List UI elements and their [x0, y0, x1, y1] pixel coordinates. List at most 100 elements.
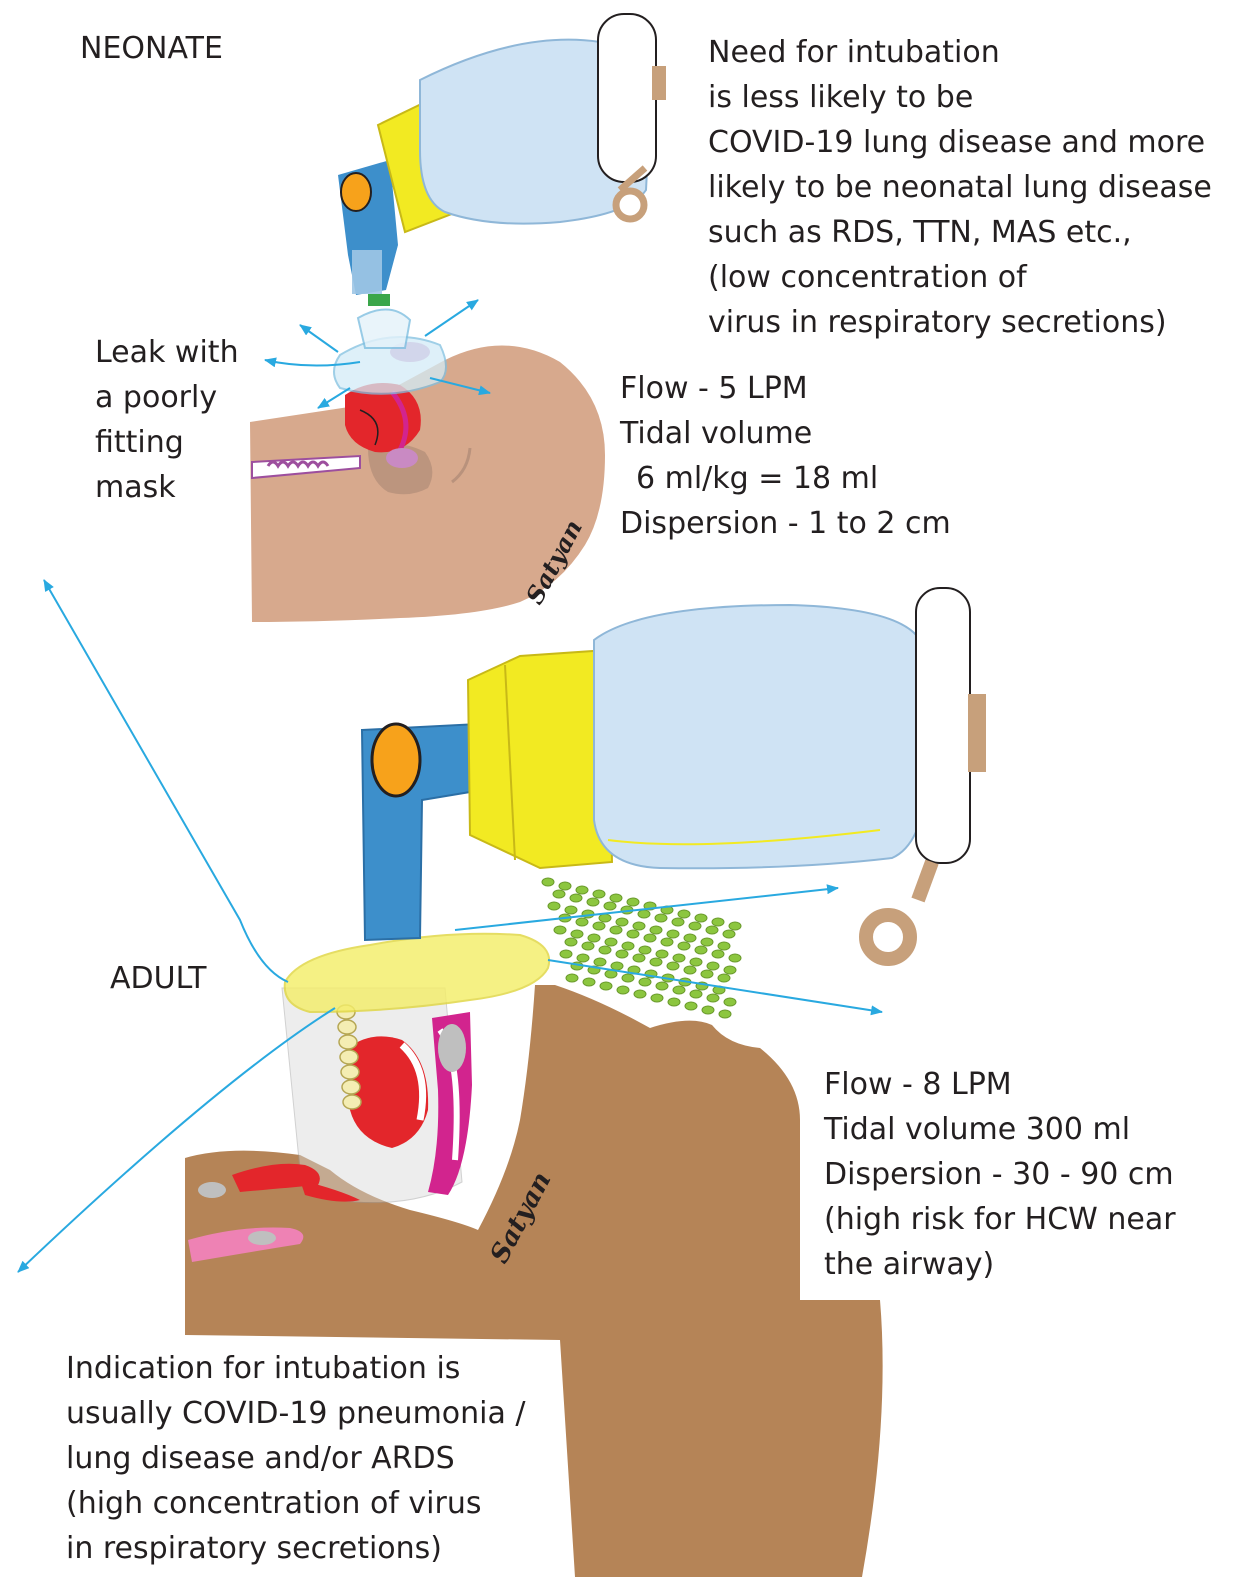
droplet — [724, 966, 736, 974]
droplet — [599, 946, 611, 954]
droplet — [695, 946, 707, 954]
droplet — [565, 906, 577, 914]
adult-valve-body — [468, 650, 612, 868]
droplet — [707, 962, 719, 970]
droplet — [702, 1006, 714, 1014]
droplet — [599, 914, 611, 922]
droplet — [594, 958, 606, 966]
adult-bag-handle — [916, 588, 970, 863]
droplet — [729, 922, 741, 930]
stat-line: (high risk for HCW near — [824, 1197, 1176, 1242]
droplet — [616, 950, 628, 958]
stat-line: Tidal volume 300 ml — [824, 1107, 1176, 1152]
note-line: fitting — [95, 420, 239, 465]
stat-line: Dispersion - 1 to 2 cm — [620, 501, 951, 546]
note-line: such as RDS, TTN, MAS etc., — [708, 210, 1212, 255]
droplet — [667, 930, 679, 938]
note-line: Leak with — [95, 330, 239, 375]
droplet — [633, 954, 645, 962]
droplet — [684, 966, 696, 974]
neonate-bag-handle — [598, 14, 656, 182]
droplet — [627, 898, 639, 906]
stat-line: Dispersion - 30 - 90 cm — [824, 1152, 1176, 1197]
neonate-group — [250, 14, 666, 622]
droplet — [570, 894, 582, 902]
droplet — [587, 898, 599, 906]
adult-ventilation-stats: Flow - 8 LPM Tidal volume 300 ml Dispers… — [824, 1062, 1176, 1287]
droplet — [690, 958, 702, 966]
droplet — [593, 922, 605, 930]
droplet — [639, 946, 651, 954]
note-line: (low concentration of — [708, 255, 1212, 300]
droplet — [668, 998, 680, 1006]
droplet — [729, 954, 741, 962]
droplet — [673, 954, 685, 962]
note-line: is less likely to be — [708, 75, 1212, 120]
stat-line: Flow - 5 LPM — [620, 366, 951, 411]
note-line: Need for intubation — [708, 30, 1212, 75]
note-line: a poorly — [95, 375, 239, 420]
droplet — [723, 930, 735, 938]
note-line: mask — [95, 465, 239, 510]
droplet — [616, 918, 628, 926]
droplet — [685, 1002, 697, 1010]
droplet — [644, 934, 656, 942]
droplet — [633, 922, 645, 930]
neonate-reservoir-ring — [616, 191, 644, 219]
leak-note: Leak with a poorly fitting mask — [95, 330, 239, 510]
stat-line: 6 ml/kg = 18 ml — [620, 456, 951, 501]
droplet — [650, 958, 662, 966]
droplet — [553, 890, 565, 898]
neonate-intubation-note: Need for intubation is less likely to be… — [708, 30, 1212, 345]
adult-intubation-note: Indication for intubation is usually COV… — [66, 1346, 526, 1571]
droplet — [650, 926, 662, 934]
droplet — [588, 934, 600, 942]
droplet — [678, 942, 690, 950]
adult-title: ADULT — [110, 956, 207, 1001]
note-line: virus in respiratory secretions) — [708, 300, 1212, 345]
droplet — [576, 886, 588, 894]
droplet — [610, 926, 622, 934]
droplet — [639, 978, 651, 986]
stat-line: Tidal volume — [620, 411, 951, 456]
note-line: Indication for intubation is — [66, 1346, 526, 1391]
droplet — [724, 998, 736, 1006]
droplet — [689, 922, 701, 930]
droplet — [627, 930, 639, 938]
stat-line: the airway) — [824, 1242, 1176, 1287]
note-line: in respiratory secretions) — [66, 1526, 526, 1571]
note-line: usually COVID-19 pneumonia / — [66, 1391, 526, 1436]
droplet — [651, 994, 663, 1002]
droplet — [701, 970, 713, 978]
droplet — [712, 918, 724, 926]
droplet — [548, 902, 560, 910]
droplet — [672, 918, 684, 926]
droplet — [718, 942, 730, 950]
droplet — [655, 914, 667, 922]
droplet — [605, 938, 617, 946]
note-line: COVID-19 lung disease and more — [708, 120, 1212, 165]
droplet — [712, 950, 724, 958]
droplet — [678, 910, 690, 918]
droplet — [610, 894, 622, 902]
droplet — [684, 934, 696, 942]
droplet — [656, 982, 668, 990]
adult-mask — [285, 934, 549, 1012]
droplet — [667, 962, 679, 970]
droplet — [656, 950, 668, 958]
adult-bag — [594, 605, 929, 868]
droplet — [690, 990, 702, 998]
droplet — [566, 974, 578, 982]
droplet — [622, 974, 634, 982]
droplet — [582, 942, 594, 950]
droplet — [634, 990, 646, 998]
neonate-ventilation-stats: Flow - 5 LPM Tidal volume 6 ml/kg = 18 m… — [620, 366, 951, 546]
neonate-title: NEONATE — [80, 26, 223, 71]
droplet — [576, 918, 588, 926]
droplet — [706, 926, 718, 934]
droplet — [600, 982, 612, 990]
droplet — [673, 986, 685, 994]
droplet — [617, 986, 629, 994]
droplet — [695, 914, 707, 922]
